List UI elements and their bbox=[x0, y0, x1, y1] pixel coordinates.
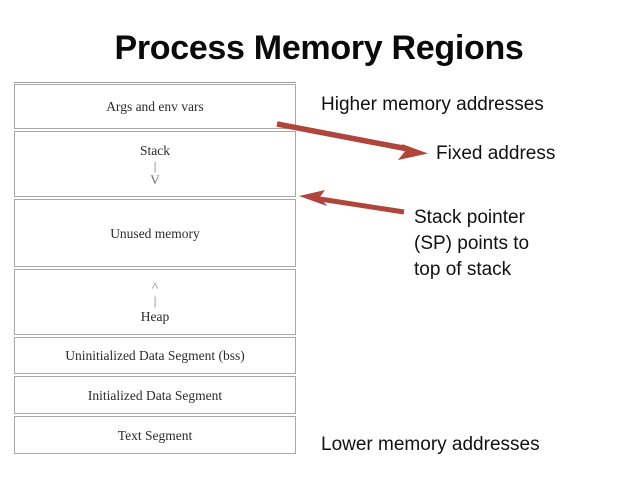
fixed-address-arrow bbox=[276, 121, 428, 160]
memory-region-args: Args and env vars bbox=[14, 84, 296, 129]
memory-region-heap: ^ | Heap bbox=[14, 269, 296, 335]
higher-memory-addresses-label: Higher memory addresses bbox=[321, 94, 544, 115]
lower-memory-addresses-label: Lower memory addresses bbox=[321, 434, 540, 455]
memory-region-label: Uninitialized Data Segment (bss) bbox=[65, 348, 245, 363]
memory-region-label: Stack bbox=[140, 142, 170, 158]
fixed-address-label: Fixed address bbox=[436, 143, 556, 164]
heap-growth-bar-glyph: | bbox=[153, 292, 157, 308]
heap-growth-up-arrow-glyph: ^ bbox=[151, 278, 159, 294]
stack-pointer-note-line-1: Stack pointer bbox=[414, 207, 525, 228]
memory-region-text-segment: Text Segment bbox=[14, 416, 296, 454]
stack-growth-bar-glyph: | bbox=[153, 157, 157, 173]
stack-pointer-note-line-3: top of stack bbox=[414, 259, 512, 280]
stack-pointer-note-line-2: (SP) points to bbox=[414, 233, 530, 254]
memory-region-label: Unused memory bbox=[110, 225, 200, 241]
memory-region-label: Heap bbox=[140, 308, 170, 324]
memory-region-initialized-data: Initialized Data Segment bbox=[14, 376, 296, 414]
stack-pointer-note: Stack pointer (SP) points to top of stac… bbox=[414, 205, 554, 283]
memory-region-label: Text Segment bbox=[117, 427, 193, 443]
memory-region-label: Args and env vars bbox=[106, 99, 204, 114]
stack-pointer-arrow bbox=[299, 190, 405, 215]
memory-layout-diagram: Args and env vars Stack | V Unused memor… bbox=[14, 82, 296, 456]
memory-region-unused: Unused memory bbox=[14, 199, 296, 267]
diagram-top-rule bbox=[14, 82, 296, 83]
memory-region-stack: Stack | V bbox=[14, 131, 296, 197]
memory-region-bss: Uninitialized Data Segment (bss) bbox=[14, 337, 296, 374]
memory-region-label: Initialized Data Segment bbox=[87, 387, 223, 403]
page-title: Process Memory Regions bbox=[114, 29, 524, 67]
stack-growth-down-arrow-glyph: V bbox=[150, 171, 160, 187]
